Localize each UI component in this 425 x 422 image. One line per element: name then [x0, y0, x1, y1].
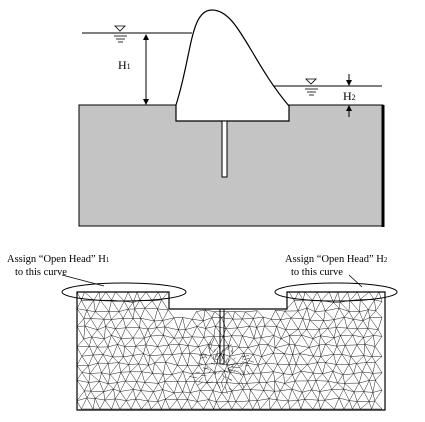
downstream-head-label: H2 — [343, 89, 356, 103]
left-annotation-leader — [61, 274, 105, 287]
right-annotation-line2: to this curve — [291, 267, 343, 278]
upstream-head-label: H1 — [118, 58, 131, 72]
right-annotation-line1: Assign “Open Head” H2 — [285, 254, 388, 265]
downstream-boundary-ellipse — [274, 282, 398, 302]
downstream-head-arrow — [346, 74, 352, 117]
downstream-water-symbol — [305, 78, 318, 96]
mesh-outline — [76, 291, 386, 411]
dam-section-diagram: H1 H2 — [78, 9, 385, 227]
cutoff-wall — [221, 120, 228, 178]
upstream-boundary-ellipse — [61, 282, 187, 302]
finite-element-mesh-diagram: Assign “Open Head” H1 to this curve Assi… — [7, 254, 398, 411]
cutoff-wall-mesh — [219, 308, 225, 365]
dam-body — [175, 9, 290, 122]
left-annotation-line2: to this curve — [15, 267, 67, 278]
soil-foundation — [78, 104, 384, 227]
upstream-water-symbol — [114, 25, 127, 43]
left-annotation-line1: Assign “Open Head” H1 — [7, 254, 110, 265]
upstream-head-arrow — [143, 34, 149, 105]
right-annotation-leader — [348, 274, 363, 288]
